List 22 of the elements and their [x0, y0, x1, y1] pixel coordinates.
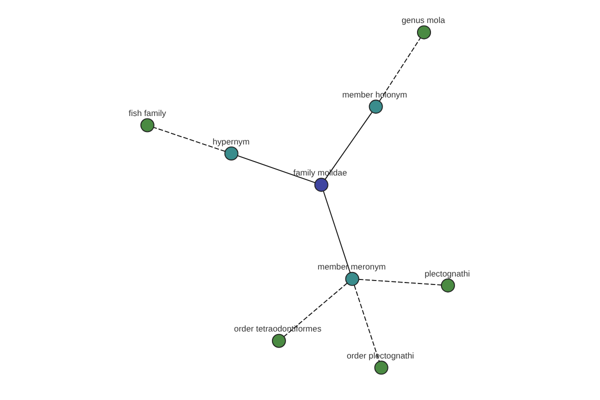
node-circle [417, 25, 432, 40]
connector [322, 190, 351, 274]
connector [354, 284, 380, 362]
node-circle [224, 146, 238, 160]
node-circle [345, 272, 360, 286]
node-label: plectognathi [424, 268, 470, 278]
node-circle [272, 334, 286, 348]
node-label: fish family [128, 108, 166, 118]
node-label: hypernym [212, 136, 250, 146]
connector [153, 126, 226, 152]
node-circle [140, 118, 154, 132]
node-circle [368, 100, 383, 114]
connector [358, 278, 442, 286]
node-circle [374, 360, 388, 375]
connector [324, 112, 372, 180]
node-label: member holonym [342, 90, 408, 100]
connector [237, 155, 316, 184]
connector [379, 38, 421, 102]
node-label: genus mola [402, 15, 446, 26]
node-label: member meronym [318, 262, 386, 272]
node-circle [314, 178, 328, 192]
node-circle [440, 278, 455, 292]
